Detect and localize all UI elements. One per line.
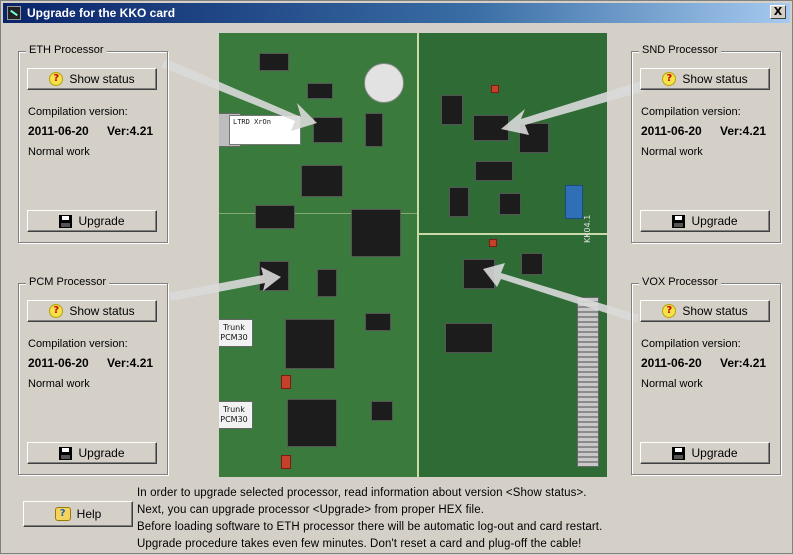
title-bar: Upgrade for the KKO card X (3, 3, 790, 23)
question-icon: ? (662, 304, 677, 318)
compilation-date: 2011-06-20 (641, 356, 702, 370)
group-title: VOX Processor (639, 276, 721, 288)
trunk-label-2: Trunk PCM30 (219, 401, 253, 429)
floppy-disk-icon (59, 214, 73, 228)
compilation-version: Ver:4.21 (720, 356, 767, 370)
vox-show-status-button[interactable]: ? Show status (640, 300, 770, 322)
pcm-processor-group: PCM Processor ? Show status Compilation … (18, 276, 168, 475)
eth-upgrade-button[interactable]: Upgrade (27, 210, 157, 232)
instruction-line: Next, you can upgrade processor <Upgrade… (137, 504, 485, 516)
trunk-label-1: Trunk PCM30 (219, 319, 253, 347)
card-model-label: KK04.1 (583, 214, 592, 243)
instruction-line: Upgrade procedure takes even few minutes… (137, 538, 582, 550)
help-button[interactable]: ? Help (23, 501, 133, 527)
snd-upgrade-button[interactable]: Upgrade (640, 210, 770, 232)
instructions-text: In order to upgrade selected processor, … (137, 485, 602, 553)
compilation-label: Compilation version: (641, 106, 741, 118)
app-icon (7, 6, 21, 20)
help-book-icon: ? (54, 507, 71, 521)
pcm-upgrade-button[interactable]: Upgrade (27, 442, 157, 464)
floppy-disk-icon (672, 214, 686, 228)
group-title: SND Processor (639, 44, 721, 56)
compilation-date: 2011-06-20 (28, 356, 89, 370)
snd-show-status-button[interactable]: ? Show status (640, 68, 770, 90)
eth-show-status-button[interactable]: ? Show status (27, 68, 157, 90)
instruction-line: Before loading software to ETH processor… (137, 521, 603, 533)
vox-upgrade-button[interactable]: Upgrade (640, 442, 770, 464)
question-icon: ? (49, 72, 64, 86)
floppy-disk-icon (672, 446, 686, 460)
floppy-disk-icon (59, 446, 73, 460)
compilation-label: Compilation version: (28, 106, 128, 118)
compilation-label: Compilation version: (641, 338, 741, 350)
compilation-label: Compilation version: (28, 338, 128, 350)
group-title: PCM Processor (26, 276, 110, 288)
snd-processor-group: SND Processor ? Show status Compilation … (631, 44, 781, 243)
pcm-show-status-button[interactable]: ? Show status (27, 300, 157, 322)
question-icon: ? (662, 72, 677, 86)
vox-processor-group: VOX Processor ? Show status Compilation … (631, 276, 781, 475)
window-title: Upgrade for the KKO card (27, 6, 176, 20)
compilation-date: 2011-06-20 (641, 124, 702, 138)
compilation-date: 2011-06-20 (28, 124, 89, 138)
instruction-line: In order to upgrade selected processor, … (137, 487, 587, 499)
question-icon: ? (49, 304, 64, 318)
close-button[interactable]: X (770, 5, 786, 19)
group-title: ETH Processor (26, 44, 107, 56)
compilation-version: Ver:4.21 (107, 124, 154, 138)
board-image: LTRD XrOn Trunk PCM30 Trunk PCM30 KK04. (219, 33, 607, 477)
status-text: Normal work (28, 378, 90, 390)
eth-processor-group: ETH Processor ? Show status Compilation … (18, 44, 168, 243)
status-text: Normal work (28, 146, 90, 158)
status-text: Normal work (641, 146, 703, 158)
compilation-version: Ver:4.21 (107, 356, 154, 370)
eth-module-label: LTRD XrOn (229, 115, 301, 145)
compilation-version: Ver:4.21 (720, 124, 767, 138)
status-text: Normal work (641, 378, 703, 390)
